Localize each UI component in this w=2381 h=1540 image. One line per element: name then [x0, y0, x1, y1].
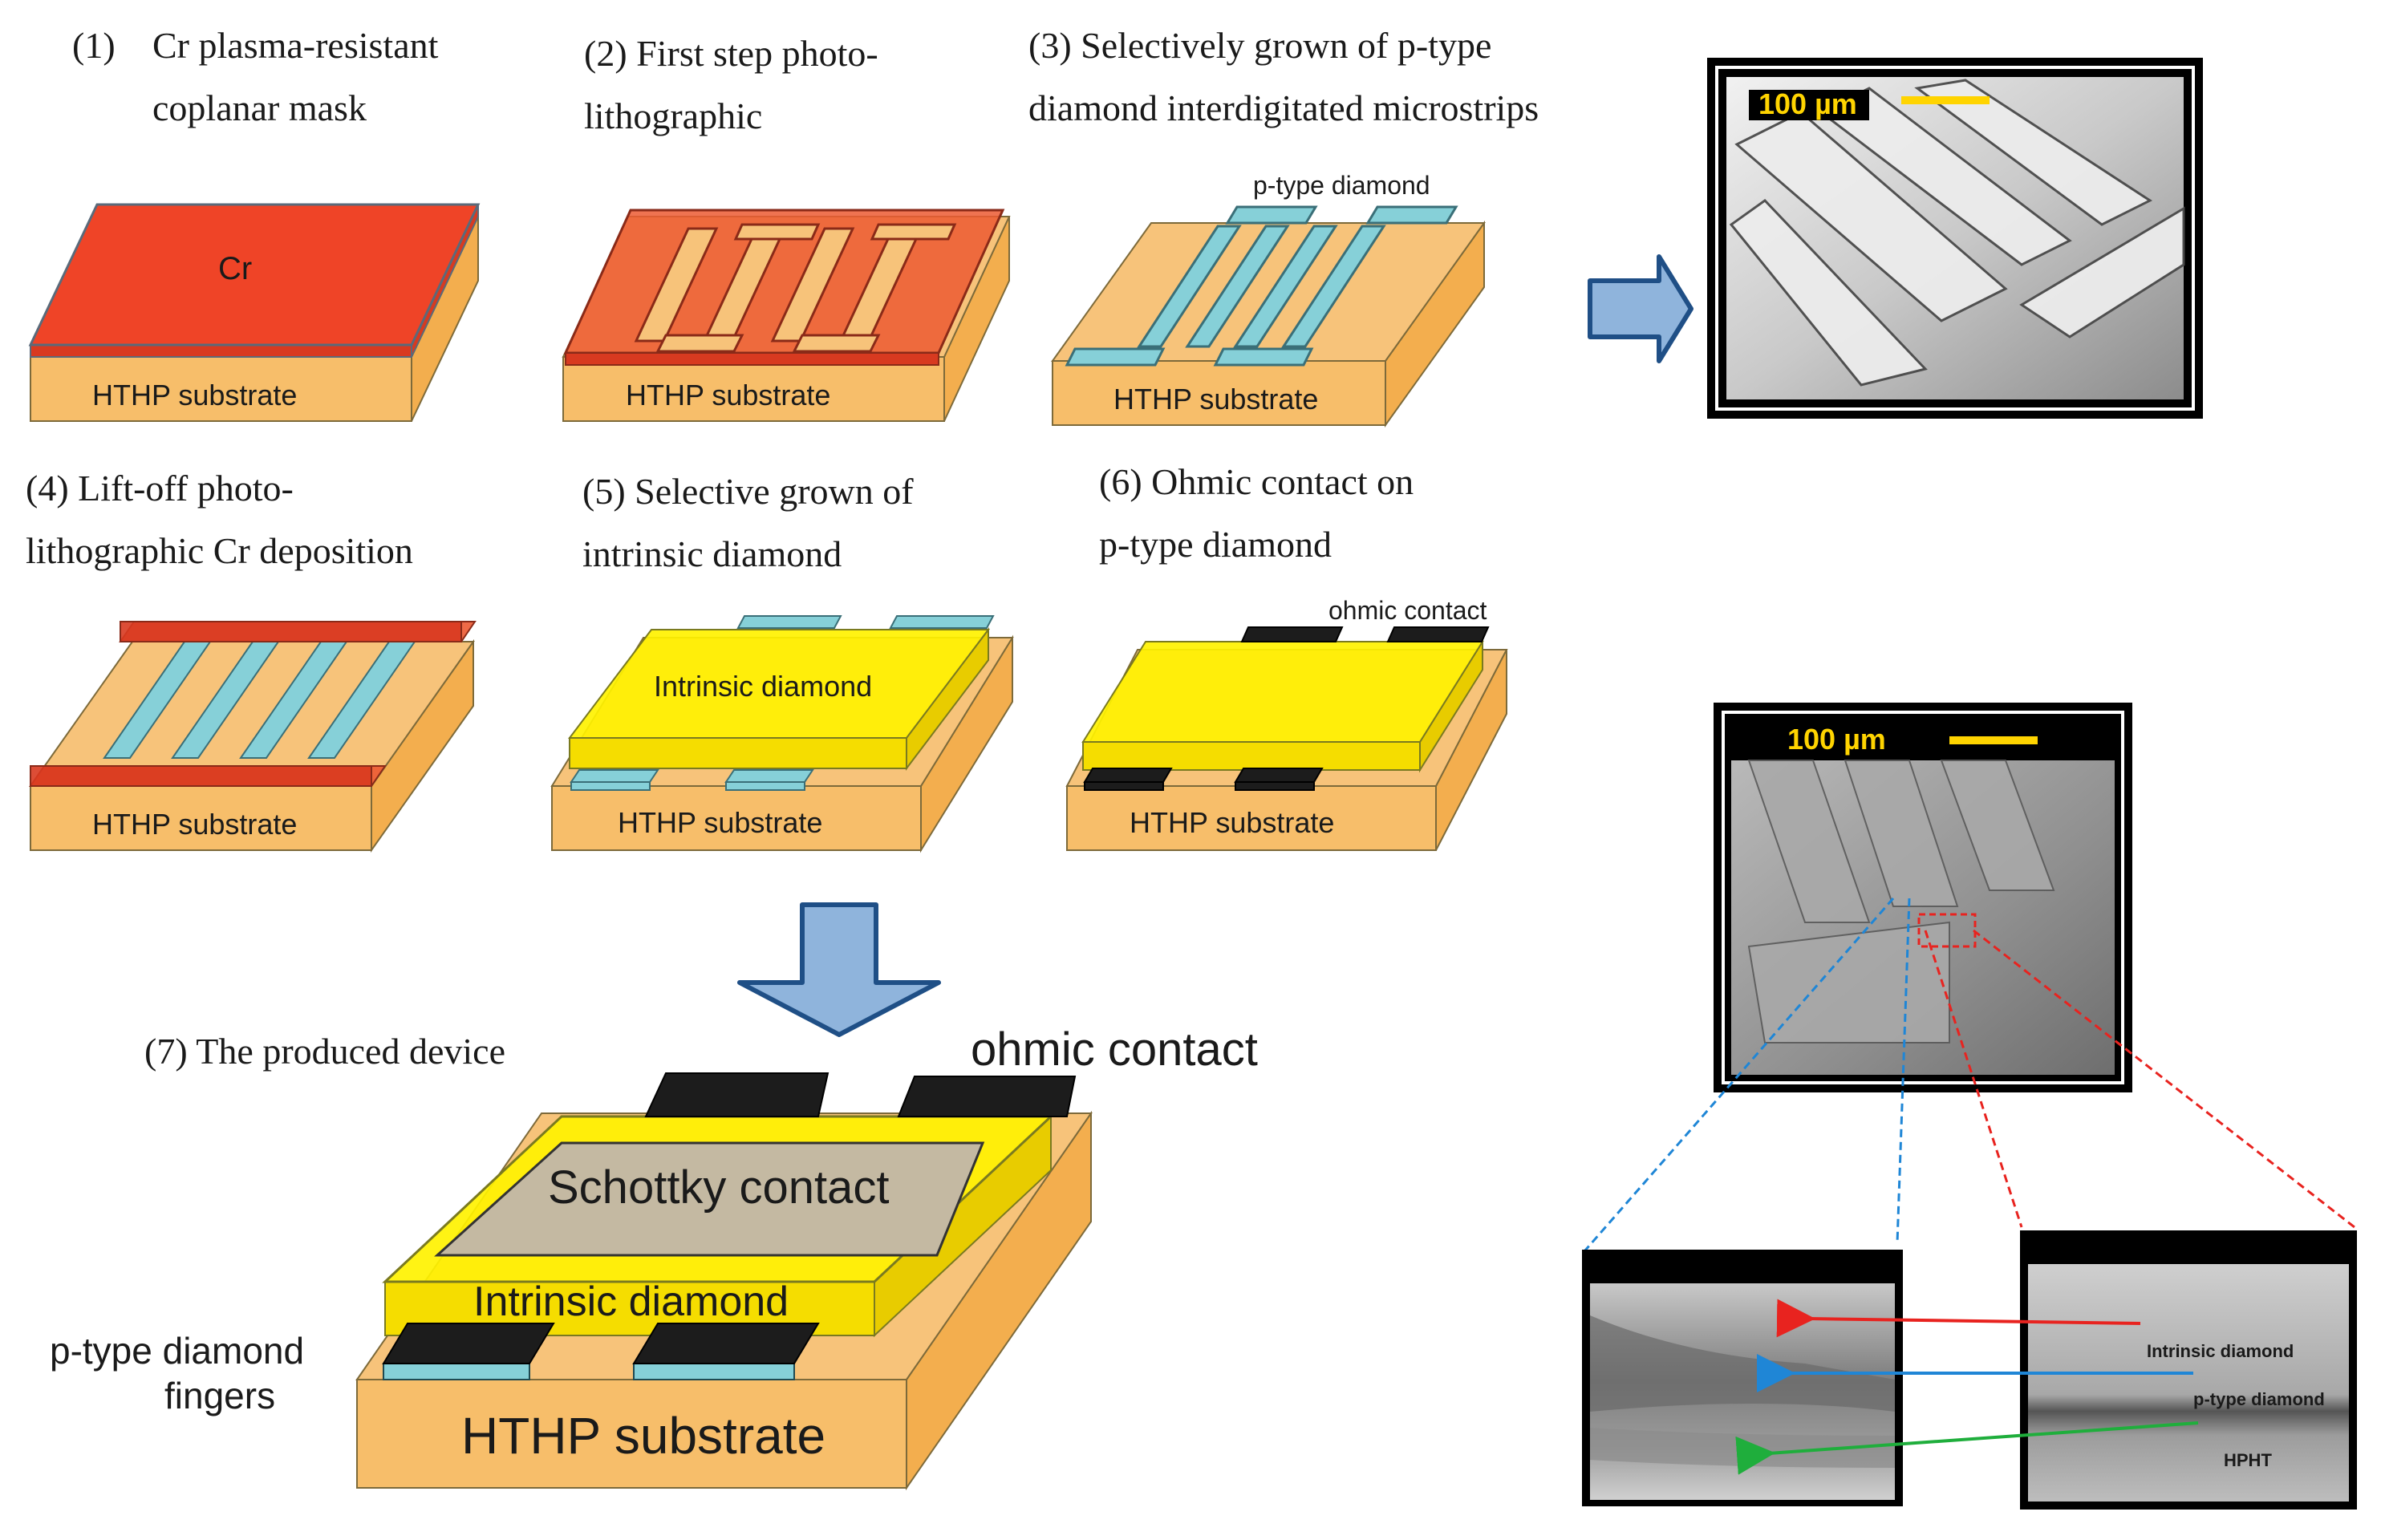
schottky-contact-pad [434, 1141, 985, 1257]
substrate-label: HTHP substrate [1113, 383, 1318, 415]
step-3-diagram: p-type diamond HTHP substrate [1051, 171, 1486, 428]
step-1-caption: (1) Cr plasma-resistant coplanar mask [72, 25, 439, 128]
p-type-fingers [103, 641, 416, 759]
schottky-contact-label: Schottky contact [548, 1161, 890, 1214]
intrinsic-diamond-big-label: Intrinsic diamond [473, 1279, 789, 1325]
zoom-region-box [1917, 913, 1977, 948]
sem-mid-scale-label: 100 µm [1787, 723, 1886, 756]
step-3-caption: (3) Selectively grown of p-type diamond … [1028, 25, 1539, 128]
step-5-diagram: Intrinsic diamond HTHP substrate [550, 615, 1014, 853]
cr-pattern-front [565, 352, 939, 366]
step-7-line1: (7) The produced device [144, 1031, 505, 1072]
step-1-line1: Cr plasma-resistant [152, 25, 439, 66]
sem-strips [1729, 79, 2185, 387]
step-6-caption: (6) Ohmic contact on p-type diamond [1099, 461, 1414, 565]
projection-lines [1583, 898, 2355, 1252]
intrinsic-block-front [1082, 741, 1421, 771]
step-1-diagram: Cr HTHP substrate [28, 203, 481, 422]
sem-mid-strips [1747, 760, 2055, 1044]
arrow-green [1735, 1421, 2199, 1475]
step-2-diagram: HTHP substrate [562, 209, 1011, 422]
cr-layer-top [28, 203, 481, 346]
correspondence-arrows [1735, 1299, 2199, 1475]
sem-mid-scale-bar [1949, 736, 2038, 744]
p-type-fingers-line2: fingers [164, 1375, 275, 1416]
step-4-caption: (4) Lift-off photo- lithographic Cr depo… [26, 468, 413, 571]
step-6-diagram: ohmic contact HTHP substrate [1065, 596, 1508, 851]
step-6-line1: (6) Ohmic contact on [1099, 461, 1414, 502]
sem-micrograph-mid: 100 µm [1714, 703, 2132, 1092]
step-7-caption: (7) The produced device [144, 1031, 505, 1072]
cr-layer-front [30, 344, 412, 358]
cr-label: Cr [218, 251, 252, 286]
sem-micrograph-top: 100 µm [1707, 58, 2203, 419]
sem-top-scale-bar [1901, 96, 1990, 104]
p-type-diamond-label: p-type diamond [1253, 171, 1430, 200]
step-6-line2: p-type diamond [1099, 524, 1332, 565]
photoresist-slots [634, 223, 957, 353]
step-5-caption: (5) Selective grown of intrinsic diamond [582, 471, 914, 574]
step-2-line2: lithographic [584, 95, 762, 136]
xsec-left-micrograph [1582, 1250, 1903, 1506]
right-arrow-icon [1588, 254, 1693, 363]
substrate-label: HTHP substrate [1130, 806, 1334, 839]
step-3-line1: (3) Selectively grown of p-type [1028, 25, 1491, 66]
arrow-red [1776, 1299, 2141, 1338]
step-3-line2: diamond interdigitated microstrips [1028, 87, 1539, 128]
ohmic-contact-label: ohmic contact [1328, 596, 1487, 625]
step-4-diagram: HTHP substrate [29, 621, 477, 853]
intrinsic-diamond-label: Intrinsic diamond [654, 670, 872, 703]
step-2-caption: (2) First step photo- lithographic [584, 33, 878, 136]
substrate-label: HTHP substrate [92, 808, 297, 841]
intrinsic-block-front [569, 737, 907, 769]
xsec-ptype-label: p-type diamond [2193, 1389, 2325, 1409]
p-type-fingers-line1: p-type diamond [50, 1330, 304, 1372]
p-type-fingers [1065, 205, 1458, 367]
substrate-label: HTHP substrate [618, 806, 822, 839]
substrate-big-label: HTHP substrate [461, 1407, 825, 1465]
step-1-line2: coplanar mask [152, 87, 367, 128]
ohmic-contact-pads [1083, 626, 1490, 791]
step-4-line1: (4) Lift-off photo- [26, 468, 294, 509]
down-arrow-icon [737, 902, 941, 1037]
substrate-label: HTHP substrate [92, 379, 297, 411]
substrate-label: HTHP substrate [626, 379, 830, 411]
step-1-number: (1) [72, 25, 116, 66]
sem-top-scale-label: 100 µm [1758, 87, 1857, 120]
step-4-line2: lithographic Cr deposition [26, 530, 413, 571]
intrinsic-block-top [1081, 641, 1484, 743]
step-5-line2: intrinsic diamond [582, 533, 842, 574]
step-5-line1: (5) Selective grown of [582, 471, 914, 512]
xsec-right-micrograph: Intrinsic diamond p-type diamond HPHT [2020, 1230, 2357, 1510]
ohmic-contact-big-label: ohmic contact [971, 1023, 1258, 1076]
p-type-pads [570, 615, 995, 791]
xsec-hpht-label: HPHT [2224, 1450, 2272, 1470]
cr-lift-off-bars [29, 621, 477, 787]
step-2-line1: (2) First step photo- [584, 33, 878, 74]
ohmic-contact-pads [382, 1072, 1077, 1364]
xsec-intrinsic-label: Intrinsic diamond [2147, 1341, 2294, 1361]
intrinsic-block-top [567, 629, 991, 739]
step-7-diagram: Schottky contact Intrinsic diamond HTHP … [50, 1023, 1258, 1491]
